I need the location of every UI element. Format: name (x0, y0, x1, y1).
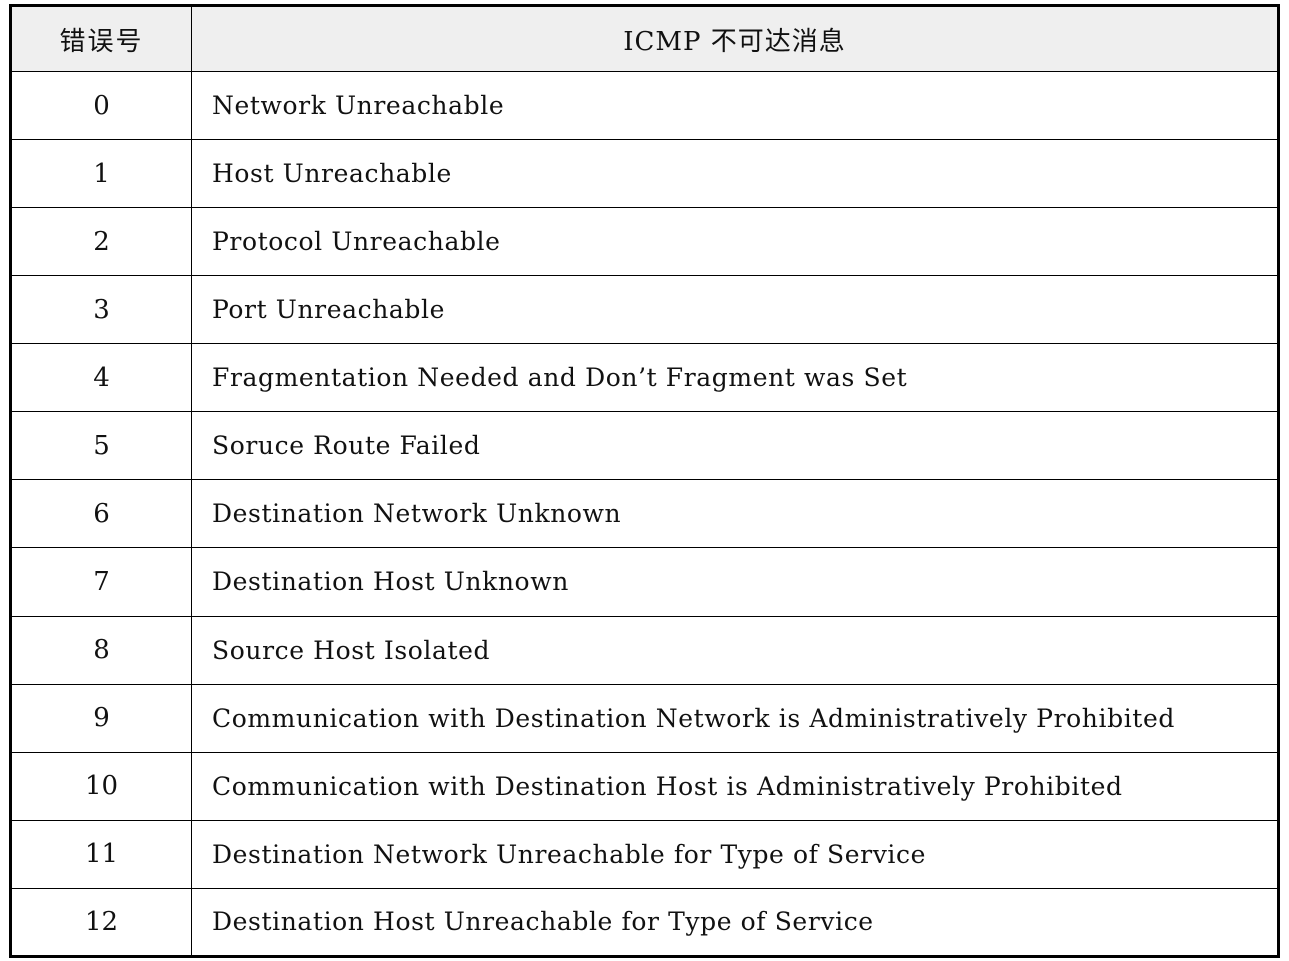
error-code-cell: 9 (10, 683, 192, 753)
table-row: 9 Communication with Destination Network… (10, 683, 1279, 753)
message-cell: Port Unreachable (191, 275, 1279, 345)
header-row: 错误号 ICMP 不可达消息 (10, 5, 1279, 72)
icmp-unreachable-table-container: 错误号 ICMP 不可达消息 0 Network Unreachable 1 H… (9, 4, 1280, 958)
error-code-cell: 10 (10, 751, 192, 821)
error-code-cell: 12 (10, 887, 192, 958)
table-row: 2 Protocol Unreachable (10, 207, 1279, 277)
table-row: 3 Port Unreachable (10, 275, 1279, 345)
message-cell: Destination Network Unreachable for Type… (191, 819, 1279, 889)
message-cell: Fragmentation Needed and Don’t Fragment … (191, 343, 1279, 413)
table-row: 6 Destination Network Unknown (10, 479, 1279, 549)
message-cell: Host Unreachable (191, 139, 1279, 209)
table-row: 12 Destination Host Unreachable for Type… (10, 887, 1279, 958)
table-row: 8 Source Host Isolated (10, 615, 1279, 685)
error-code-cell: 3 (10, 275, 192, 345)
table-row: 10 Communication with Destination Host i… (10, 751, 1279, 821)
error-code-cell: 7 (10, 547, 192, 617)
error-code-cell: 1 (10, 139, 192, 209)
message-cell: Communication with Destination Host is A… (191, 751, 1279, 821)
table-row: 11 Destination Network Unreachable for T… (10, 819, 1279, 889)
message-cell: Communication with Destination Network i… (191, 683, 1279, 753)
message-cell: Destination Network Unknown (191, 479, 1279, 549)
error-code-cell: 11 (10, 819, 192, 889)
header-icmp-message: ICMP 不可达消息 (191, 5, 1279, 72)
header-error-code: 错误号 (10, 5, 192, 72)
table-row: 0 Network Unreachable (10, 70, 1279, 141)
error-code-cell: 2 (10, 207, 192, 277)
table-row: 5 Soruce Route Failed (10, 411, 1279, 481)
message-cell: Destination Host Unreachable for Type of… (191, 887, 1279, 958)
table-row: 1 Host Unreachable (10, 139, 1279, 209)
message-cell: Destination Host Unknown (191, 547, 1279, 617)
table-row: 7 Destination Host Unknown (10, 547, 1279, 617)
error-code-cell: 0 (10, 70, 192, 141)
table-header: 错误号 ICMP 不可达消息 (10, 5, 1279, 72)
message-cell: Network Unreachable (191, 70, 1279, 141)
table-row: 4 Fragmentation Needed and Don’t Fragmen… (10, 343, 1279, 413)
error-code-cell: 4 (10, 343, 192, 413)
error-code-cell: 5 (10, 411, 192, 481)
error-code-cell: 8 (10, 615, 192, 685)
error-code-cell: 6 (10, 479, 192, 549)
icmp-unreachable-table: 错误号 ICMP 不可达消息 0 Network Unreachable 1 H… (9, 4, 1280, 958)
message-cell: Soruce Route Failed (191, 411, 1279, 481)
message-cell: Source Host Isolated (191, 615, 1279, 685)
table-body: 0 Network Unreachable 1 Host Unreachable… (10, 70, 1279, 958)
message-cell: Protocol Unreachable (191, 207, 1279, 277)
